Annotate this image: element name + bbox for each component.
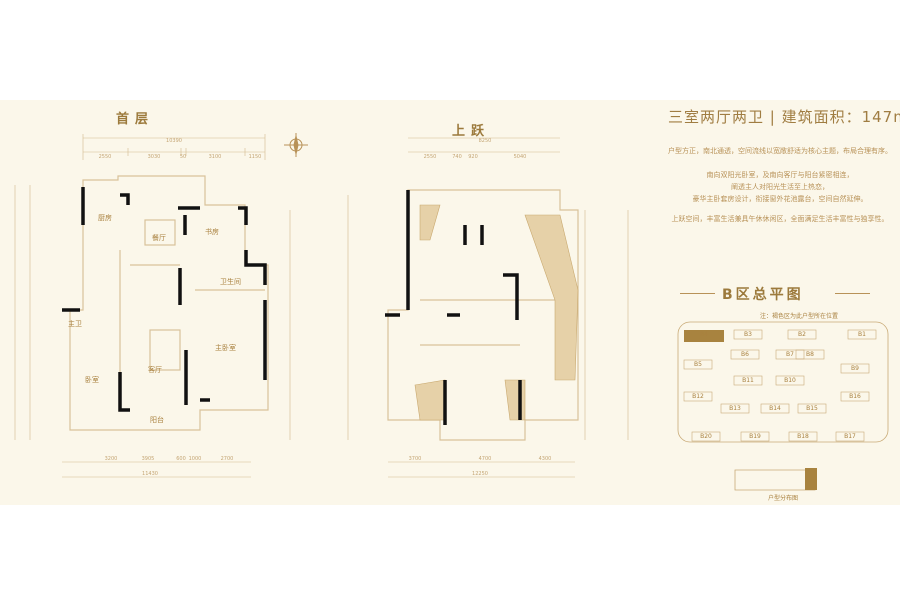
divider bbox=[680, 293, 715, 294]
site-building-label: B10 bbox=[784, 377, 796, 384]
ground-floor-plan bbox=[69, 175, 269, 431]
divider bbox=[835, 293, 870, 294]
dim: 2550 bbox=[99, 154, 112, 160]
site-building-label: B9 bbox=[851, 365, 859, 372]
desc-line: 户型方正，南北通透，空间流线以宽敞舒适为核心主题，布局合理有序。 bbox=[668, 147, 892, 155]
ground-floor-title: 首层 bbox=[116, 112, 155, 127]
site-building bbox=[733, 375, 763, 386]
room-label-bedroom: 卧室 bbox=[85, 375, 99, 384]
dim: 4700 bbox=[479, 456, 492, 462]
site-building-label: B8 bbox=[806, 351, 814, 358]
site-building bbox=[840, 391, 870, 402]
room-label-master-bath: 主卫 bbox=[68, 319, 82, 328]
room-label-dining: 餐厅 bbox=[152, 233, 166, 242]
site-building-label: B18 bbox=[797, 433, 809, 440]
site-building-label: B2 bbox=[798, 331, 806, 338]
dim: 50 bbox=[180, 154, 186, 160]
room-label-living: 客厅 bbox=[148, 365, 162, 374]
site-building-label: B14 bbox=[769, 405, 781, 412]
site-plan-caption: 注：褐色区为此户型所在位置 bbox=[760, 312, 838, 320]
site-building-label: B11 bbox=[742, 377, 754, 384]
dim: 3030 bbox=[148, 154, 161, 160]
dim: 5040 bbox=[514, 154, 527, 160]
site-building bbox=[720, 403, 750, 414]
dim: 3905 bbox=[142, 456, 155, 462]
compass-icon bbox=[284, 133, 308, 157]
site-highlight-building bbox=[684, 330, 724, 342]
dim: 1000 bbox=[189, 456, 202, 462]
dim: 600 bbox=[176, 456, 186, 462]
site-building bbox=[730, 349, 760, 360]
desc-line: 上跃空间，丰富生活兼具午休休闲区，全面满足生活丰富性与独享性。 bbox=[671, 215, 889, 223]
dim: 4300 bbox=[539, 456, 552, 462]
dim: 740 bbox=[452, 154, 462, 160]
dim: 2700 bbox=[221, 456, 234, 462]
site-building-label: B12 bbox=[692, 393, 704, 400]
site-building-label: B6 bbox=[741, 351, 749, 358]
desc-line: 阐透主人对阳光生活至上热恋， bbox=[731, 183, 829, 191]
site-building bbox=[787, 329, 817, 340]
dim: 2550 bbox=[424, 154, 437, 160]
unit-distribution-caption: 户型分布图 bbox=[768, 494, 798, 502]
site-building-label: B19 bbox=[749, 433, 761, 440]
dim-bottom-total: 11430 bbox=[142, 471, 158, 477]
site-building bbox=[775, 349, 805, 360]
site-building-label: B1 bbox=[858, 331, 866, 338]
site-plan-title: B区总平图 bbox=[722, 287, 804, 303]
site-building bbox=[760, 403, 790, 414]
room-label-master: 主卧室 bbox=[215, 343, 236, 352]
site-building bbox=[683, 359, 713, 370]
floor-plan-sheet bbox=[0, 100, 900, 505]
dim: 920 bbox=[468, 154, 478, 160]
desc-line: 豪华主卧套房设计，衔接窗外花池露台，空间自然延伸。 bbox=[692, 195, 868, 203]
site-building bbox=[691, 431, 721, 442]
site-building-label: B5 bbox=[694, 361, 702, 368]
dim: 3700 bbox=[409, 456, 422, 462]
site-building bbox=[775, 375, 805, 386]
dim: 1150 bbox=[249, 154, 262, 160]
dim: 3100 bbox=[209, 154, 222, 160]
site-building bbox=[847, 329, 877, 340]
site-building-label: B4 bbox=[700, 331, 708, 338]
site-plan bbox=[677, 321, 889, 491]
upper-floor-plan bbox=[387, 189, 579, 441]
site-building-label: B15 bbox=[806, 405, 818, 412]
dim-bottom-total: 12250 bbox=[472, 471, 488, 477]
site-building bbox=[740, 431, 770, 442]
unit-headline: 三室两厅两卫 | 建筑面积：147m² bbox=[668, 108, 900, 126]
site-building bbox=[788, 431, 818, 442]
room-label-kitchen: 厨房 bbox=[98, 213, 112, 222]
dim-top-total: 8250 bbox=[479, 138, 492, 144]
room-label-balcony: 阳台 bbox=[150, 415, 164, 424]
upper-floor-title: 上跃 bbox=[452, 124, 491, 139]
site-building bbox=[795, 349, 825, 360]
ground-walls bbox=[62, 187, 267, 412]
site-building-label: B16 bbox=[849, 393, 861, 400]
site-building bbox=[683, 391, 713, 402]
site-building bbox=[840, 363, 870, 374]
room-label-bath: 卫生间 bbox=[220, 277, 241, 286]
site-building-label: B13 bbox=[729, 405, 741, 412]
site-building bbox=[835, 431, 865, 442]
site-building-label: B17 bbox=[844, 433, 856, 440]
site-building bbox=[797, 403, 827, 414]
site-building bbox=[733, 329, 763, 340]
room-label-study: 书房 bbox=[205, 227, 219, 236]
unit-highlight bbox=[805, 468, 817, 490]
upper-roof-hatching bbox=[414, 204, 579, 421]
upper-walls bbox=[385, 190, 522, 425]
site-building-label: B3 bbox=[744, 331, 752, 338]
ground-top-dimensions bbox=[82, 134, 266, 160]
site-building-label: B7 bbox=[786, 351, 794, 358]
desc-line: 南向双阳光卧室，及南向客厅与阳台紧密相连， bbox=[706, 171, 854, 179]
ground-side-dimensions bbox=[14, 185, 291, 478]
dim-top-total: 10390 bbox=[166, 138, 182, 144]
site-building-label: B20 bbox=[700, 433, 712, 440]
dim: 3200 bbox=[105, 456, 118, 462]
